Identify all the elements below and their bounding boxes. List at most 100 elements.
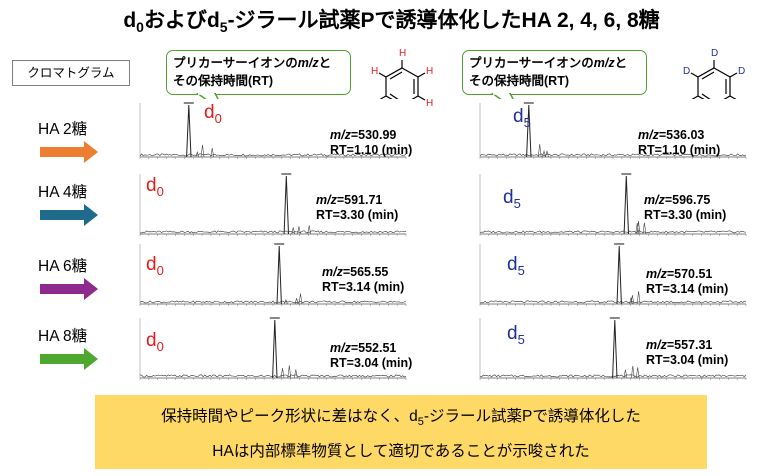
callout-text: その保持時間(RT) xyxy=(173,74,273,88)
chromatogram-plot xyxy=(479,243,747,306)
minor-peak xyxy=(291,227,295,235)
conclusion-line-2: HAは内部標準物質として適切であることが示唆された xyxy=(212,443,590,461)
main-peak xyxy=(612,319,618,379)
chromatogram-plot xyxy=(479,317,747,380)
callout-right: プリカーサーイオンのm/zと その保持時間(RT) xyxy=(462,50,647,95)
arrow-icon xyxy=(40,348,98,370)
main-peak xyxy=(276,245,282,305)
minor-peak xyxy=(298,293,303,305)
slide-title: d0およびd5-ジラール試薬Pで誘導体化したHA 2, 4, 6, 8糖 xyxy=(123,9,660,36)
callout-text: プリカーサーイオンの xyxy=(469,56,594,70)
chromatogram-panel xyxy=(470,314,758,386)
peak-label-mark xyxy=(281,173,292,175)
d0-tag: d0 xyxy=(204,102,222,126)
atom-label: H xyxy=(426,66,433,77)
d0-tag: d0 xyxy=(146,175,164,199)
minor-peak xyxy=(537,144,542,158)
minor-peak xyxy=(294,369,298,379)
minor-peak xyxy=(200,144,205,158)
baseline-trace xyxy=(479,230,747,234)
callout-mz: m/z xyxy=(297,56,319,70)
chromatogram-panel xyxy=(470,170,758,242)
baseline-trace xyxy=(139,153,407,157)
main-peak xyxy=(272,319,278,379)
minor-peak xyxy=(635,367,640,379)
main-peak xyxy=(186,104,192,158)
atom-label: D xyxy=(738,66,745,77)
peak-label-mark xyxy=(614,243,625,245)
minor-peak xyxy=(294,298,299,305)
main-peak xyxy=(283,175,289,235)
minor-peak xyxy=(210,148,214,158)
row-label-ha6: HA 6糖 xyxy=(38,258,88,275)
minor-peak xyxy=(630,295,635,305)
atom-label: D xyxy=(711,48,718,59)
d5-tag: d5 xyxy=(507,323,525,347)
atom-label: H xyxy=(371,66,378,77)
baseline-trace xyxy=(139,300,407,304)
minor-peak xyxy=(642,222,647,235)
chromatogram-label: クロマトグラム xyxy=(12,60,130,86)
chromatogram-plot xyxy=(479,173,747,236)
peak-label-mark xyxy=(274,243,285,245)
d5-tag: d5 xyxy=(513,106,531,130)
d5-tag: d5 xyxy=(507,254,525,278)
chromatogram-panel xyxy=(470,240,758,312)
conclusion-box: 保持時間やピーク形状に差はなく、d5-ジラール試薬Pで誘導体化した HAは内部標… xyxy=(95,395,707,469)
arrow-icon xyxy=(40,278,98,300)
minor-peak xyxy=(297,226,301,235)
minor-peak xyxy=(284,299,288,305)
d5-tag: d5 xyxy=(503,187,521,211)
chromatogram-plot xyxy=(139,317,407,380)
callout-text: と xyxy=(614,56,628,70)
chromatogram-plot xyxy=(139,243,407,306)
minor-peak xyxy=(636,220,641,235)
main-peak xyxy=(623,175,629,235)
minor-peak xyxy=(195,150,200,158)
minor-peak xyxy=(287,365,292,379)
baseline-trace xyxy=(479,153,747,157)
peak-label-mark xyxy=(609,317,620,319)
row-label-ha2: HA 2糖 xyxy=(38,121,88,138)
minor-peak xyxy=(636,291,641,305)
arrow-icon xyxy=(40,141,98,163)
chromatogram-plot xyxy=(139,173,407,236)
atom-label: D xyxy=(683,66,690,77)
atom-label: H xyxy=(399,48,406,59)
d0-tag: d0 xyxy=(146,254,164,278)
chromatogram-plot xyxy=(139,102,407,159)
baseline-trace xyxy=(139,230,407,234)
main-peak xyxy=(616,245,622,305)
peak-label-mark xyxy=(523,102,534,104)
minor-peak xyxy=(542,150,546,158)
peak-label-mark xyxy=(183,102,194,104)
callout-mz: m/z xyxy=(593,56,615,70)
main-peak xyxy=(526,104,532,158)
chromatogram-panel xyxy=(130,240,418,312)
callout-text: プリカーサーイオンの xyxy=(173,56,298,70)
minor-peak xyxy=(623,369,628,379)
minor-peak xyxy=(629,297,633,305)
callout-text: その保持時間(RT) xyxy=(469,74,569,88)
peak-label-mark xyxy=(621,173,632,175)
minor-peak xyxy=(307,225,311,235)
conclusion-line-1: 保持時間やピーク形状に差はなく、d5-ジラール試薬Pで誘導体化した xyxy=(161,408,641,429)
callout-left: プリカーサーイオンのm/zと その保持時間(RT) xyxy=(166,50,351,95)
chromatogram-panel xyxy=(130,314,418,386)
minor-peak xyxy=(545,150,549,158)
chromatogram-plot xyxy=(479,102,747,159)
chromatogram-panel xyxy=(130,99,418,165)
minor-peak xyxy=(631,365,635,379)
peak-label-mark xyxy=(269,317,280,319)
atom-label: H xyxy=(426,98,433,109)
chromatogram-panel xyxy=(470,99,758,165)
d0-tag: d0 xyxy=(146,330,164,354)
